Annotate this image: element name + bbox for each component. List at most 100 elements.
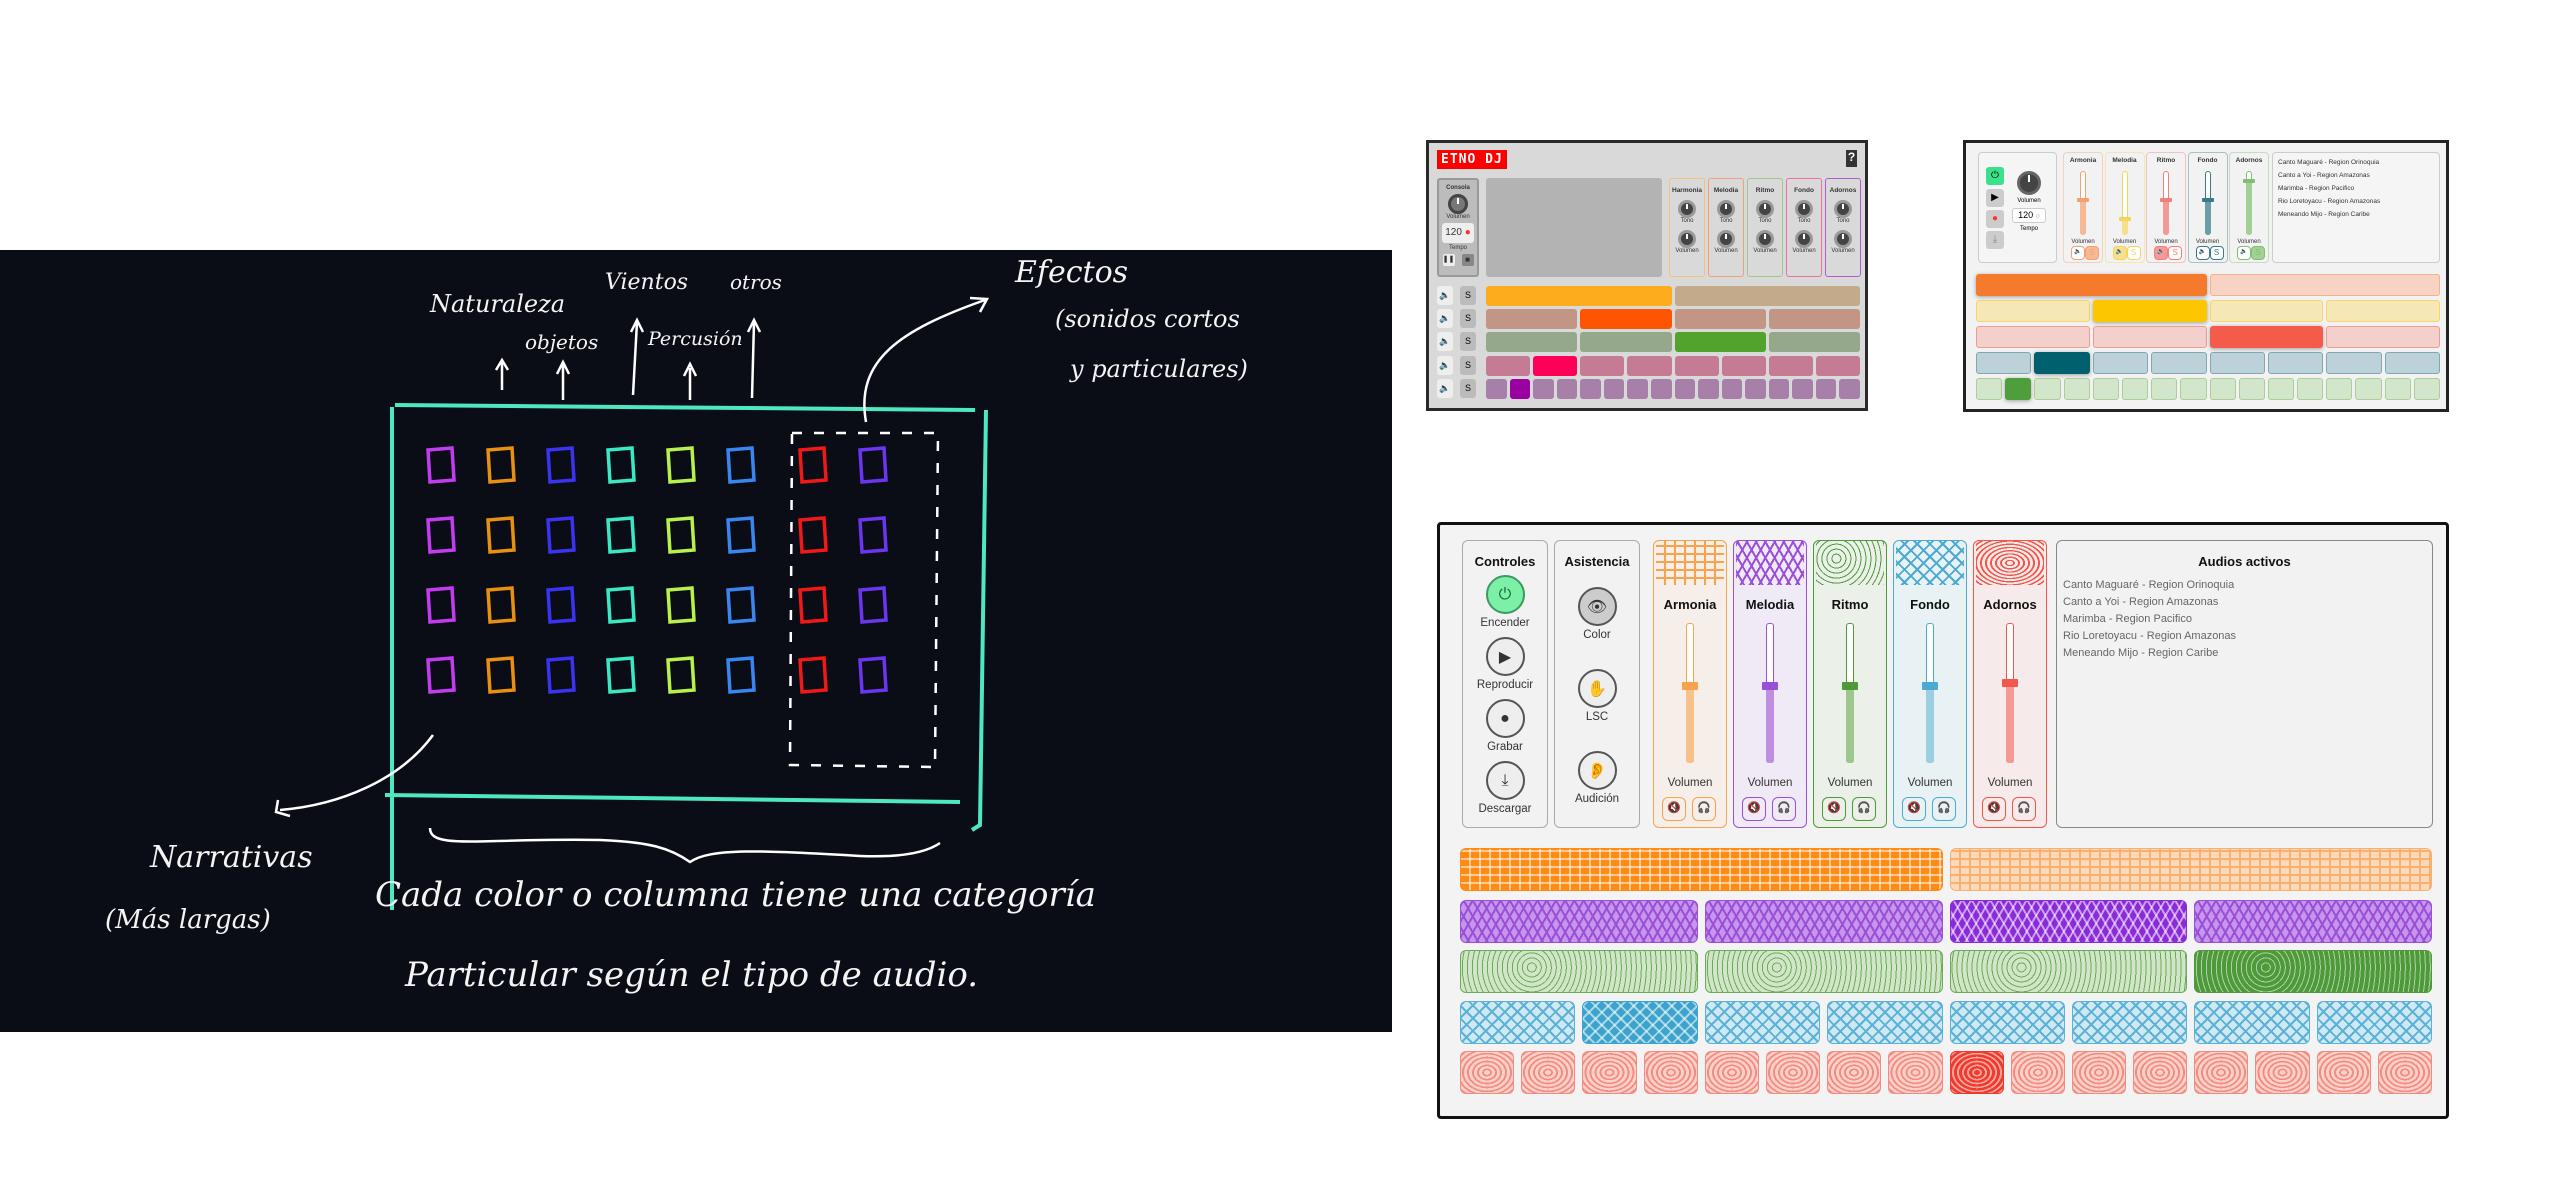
- play-button[interactable]: ▶: [1986, 189, 2004, 207]
- pad[interactable]: [1768, 332, 1860, 352]
- power-button[interactable]: ⏻Encender: [1463, 575, 1547, 629]
- tone-knob[interactable]: [1678, 200, 1696, 218]
- hearing-assist-button[interactable]: 👂Audición: [1555, 751, 1639, 805]
- audio-item[interactable]: Marimba - Region Pacifico: [2278, 185, 2355, 192]
- color-assist-button[interactable]: 👁Color: [1555, 587, 1639, 641]
- audio-item[interactable]: Rio Loretoyacu - Region Amazonas: [2278, 198, 2381, 205]
- pad[interactable]: [2377, 1051, 2432, 1094]
- pad[interactable]: [1827, 1001, 1943, 1044]
- pad[interactable]: [1486, 356, 1531, 376]
- pad-active[interactable]: [2209, 326, 2324, 348]
- solo-button[interactable]: S: [1460, 356, 1476, 375]
- pad[interactable]: [2267, 352, 2324, 374]
- pad[interactable]: [1949, 848, 2432, 891]
- headphones-button[interactable]: 🎧: [1772, 797, 1796, 821]
- pad[interactable]: [2034, 378, 2061, 400]
- pad[interactable]: [1745, 379, 1766, 399]
- pad[interactable]: [1768, 309, 1860, 329]
- solo-button[interactable]: S: [2168, 246, 2182, 260]
- play-button[interactable]: ▶Reproducir: [1463, 637, 1547, 691]
- pad[interactable]: [1815, 356, 1860, 376]
- pad[interactable]: [1460, 900, 1698, 943]
- pad[interactable]: [1580, 332, 1672, 352]
- download-button[interactable]: ⤓Descargar: [1463, 761, 1547, 815]
- volume-slider[interactable]: [1682, 623, 1698, 763]
- headphones-button[interactable]: 🎧: [1692, 797, 1716, 821]
- pad[interactable]: [2010, 1051, 2065, 1094]
- mute-button[interactable]: 🔇: [1982, 797, 2006, 821]
- mute-button[interactable]: 🔈: [1437, 379, 1453, 398]
- volume-slider[interactable]: [2118, 171, 2131, 235]
- pad-active[interactable]: [1582, 1001, 1698, 1044]
- record-button[interactable]: ●: [1986, 210, 2004, 228]
- audio-item[interactable]: Canto a Yoi - Region Amazonas: [2278, 172, 2370, 179]
- pad[interactable]: [2209, 352, 2265, 374]
- pad[interactable]: [1721, 356, 1766, 376]
- slider-thumb[interactable]: [1762, 682, 1778, 691]
- pad-active[interactable]: [1486, 286, 1672, 306]
- pad[interactable]: [1486, 379, 1507, 399]
- mute-button[interactable]: 🔈: [2112, 246, 2127, 260]
- pad[interactable]: [2316, 1001, 2432, 1044]
- pad[interactable]: [2071, 1001, 2188, 1044]
- pad[interactable]: [2092, 326, 2207, 348]
- pad[interactable]: [2267, 378, 2295, 400]
- record-button[interactable]: ●Grabar: [1463, 699, 1547, 753]
- pad[interactable]: [1949, 1001, 2065, 1044]
- master-volume-knob[interactable]: [1448, 194, 1468, 214]
- audio-item[interactable]: Meneando Mijo - Region Caribe: [2278, 211, 2370, 218]
- pad[interactable]: [2384, 378, 2411, 400]
- mute-button[interactable]: 🔈: [1437, 309, 1453, 328]
- volume-slider[interactable]: [2243, 171, 2255, 235]
- mute-button[interactable]: 🔇: [1902, 797, 1926, 821]
- pad[interactable]: [1949, 950, 2188, 993]
- slider-thumb[interactable]: [2243, 179, 2255, 184]
- headphones-button[interactable]: 🎧: [2012, 797, 2036, 821]
- slider-thumb[interactable]: [2201, 197, 2214, 202]
- pad[interactable]: [2180, 378, 2207, 400]
- pad[interactable]: [1674, 286, 1860, 306]
- pad[interactable]: [2194, 1001, 2310, 1044]
- volume-knob[interactable]: [1678, 230, 1696, 248]
- pad[interactable]: [2316, 1051, 2371, 1094]
- pad[interactable]: [1627, 356, 1672, 376]
- pad-active[interactable]: [2092, 300, 2207, 322]
- slider-thumb[interactable]: [2002, 679, 2018, 688]
- pad[interactable]: [1674, 379, 1696, 399]
- mute-button[interactable]: 🔈: [1437, 332, 1453, 351]
- pad[interactable]: [1582, 1051, 1637, 1094]
- pad[interactable]: [2092, 378, 2119, 400]
- mute-button[interactable]: 🔈: [2154, 246, 2168, 260]
- pad[interactable]: [1580, 379, 1601, 399]
- tone-knob[interactable]: [1756, 200, 1774, 218]
- slider-thumb[interactable]: [2118, 216, 2131, 221]
- pad[interactable]: [1627, 379, 1648, 399]
- pad[interactable]: [2151, 378, 2178, 400]
- pad-active[interactable]: [2034, 352, 2090, 374]
- pad[interactable]: [1704, 950, 1943, 993]
- volume-slider[interactable]: [2077, 171, 2089, 235]
- pad[interactable]: [2413, 378, 2440, 400]
- pad[interactable]: [1792, 379, 1813, 399]
- volume-knob[interactable]: [1717, 230, 1735, 248]
- pad-active[interactable]: [1580, 309, 1672, 329]
- pad[interactable]: [1486, 332, 1578, 352]
- mute-button[interactable]: 🔇: [1742, 797, 1766, 821]
- solo-button[interactable]: S: [1460, 309, 1476, 328]
- pad-active[interactable]: [1533, 356, 1578, 376]
- tone-knob[interactable]: [1717, 200, 1735, 218]
- pad[interactable]: [2209, 300, 2324, 322]
- pad[interactable]: [2384, 352, 2440, 374]
- mute-button[interactable]: 🔈: [2237, 246, 2251, 260]
- pad[interactable]: [1976, 326, 2090, 348]
- volume-knob[interactable]: [1795, 230, 1813, 248]
- mute-button[interactable]: 🔈: [2195, 246, 2210, 260]
- volume-slider[interactable]: [1762, 623, 1778, 763]
- pause-button[interactable]: ❚❚: [1442, 254, 1455, 266]
- pad[interactable]: [2194, 1051, 2249, 1094]
- pad[interactable]: [1460, 1051, 1515, 1094]
- pad-active[interactable]: [1674, 332, 1766, 352]
- pad[interactable]: [1674, 309, 1766, 329]
- volume-knob[interactable]: [1834, 230, 1852, 248]
- pad-active[interactable]: [2194, 950, 2432, 993]
